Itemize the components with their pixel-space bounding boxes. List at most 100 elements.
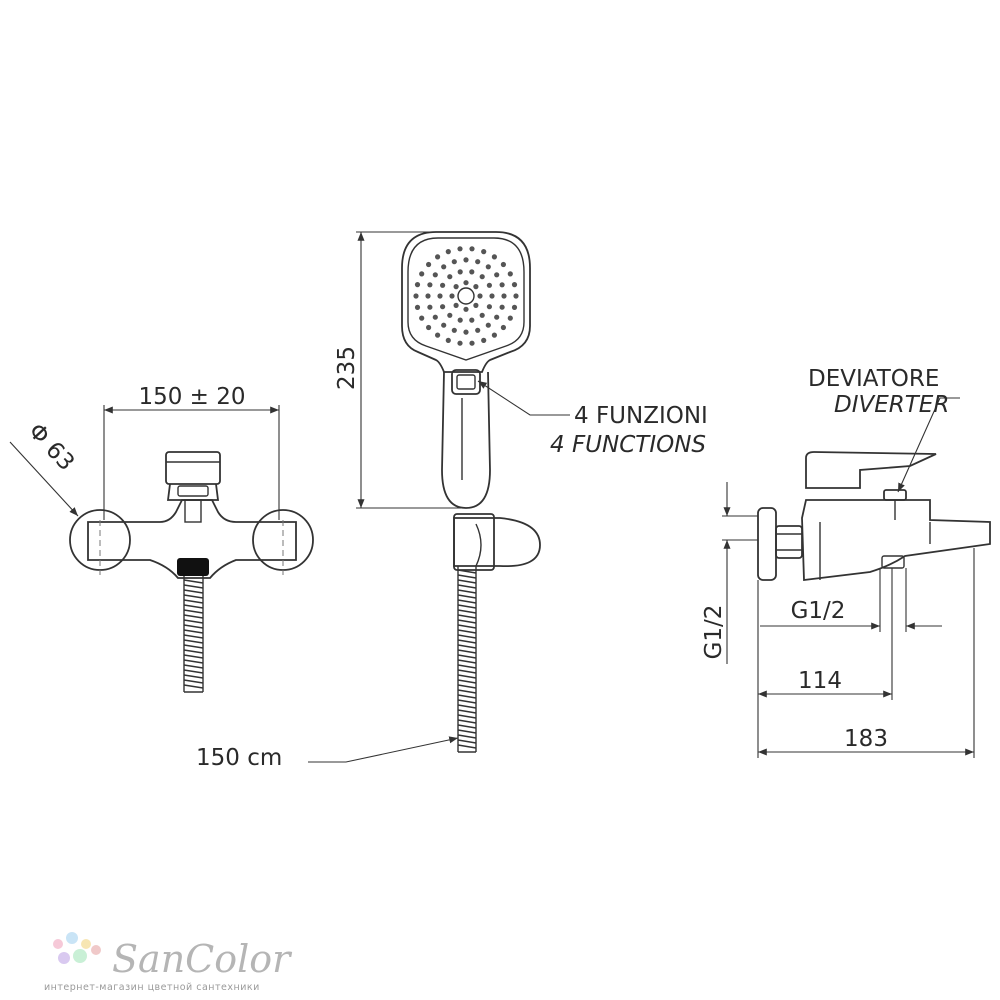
nozzle-dot	[414, 304, 421, 310]
nozzle-dot	[457, 246, 463, 252]
logo-dot	[81, 939, 91, 949]
mixer-body	[87, 499, 297, 579]
nozzle-dot	[457, 317, 463, 323]
nozzle-dot	[494, 314, 500, 320]
nozzle-dot	[469, 269, 475, 275]
nozzle-dot	[451, 327, 457, 333]
nozzle-dot	[457, 340, 463, 346]
nozzle-dot	[449, 293, 455, 299]
logo-dot	[66, 932, 78, 944]
nozzle-dot	[473, 302, 479, 308]
nozzle-dot	[440, 304, 446, 310]
hose-length-label: 150 cm	[196, 745, 282, 771]
nozzle-dot	[425, 293, 431, 299]
nozzle-dot	[419, 315, 425, 321]
nozzle-dot	[486, 304, 492, 310]
lever-handle	[165, 451, 221, 485]
shower-head	[401, 231, 531, 373]
width-dimension-label: 150 ± 20	[138, 384, 245, 410]
diverter-label-en: DIVERTER	[834, 392, 949, 418]
nozzle-dot	[479, 274, 485, 280]
logo-dot	[58, 952, 70, 964]
mixer-side-view	[722, 397, 991, 758]
nozzle-dot	[500, 324, 506, 331]
sancolor-logo: SanColor интернет-магазин цветной сантех…	[44, 932, 293, 993]
nozzle-dot	[481, 337, 487, 343]
diameter-label: Φ 63	[23, 418, 79, 476]
nozzle-dot	[469, 340, 475, 346]
diameter-leader	[9, 441, 79, 517]
shower-nozzles	[413, 246, 519, 346]
nozzle-dot	[507, 271, 513, 277]
nozzle-dot	[486, 282, 492, 288]
functions-leader	[477, 380, 570, 416]
dim-114-label: 114	[798, 668, 842, 694]
nozzle-dot	[445, 337, 451, 343]
nozzle-dot	[491, 254, 497, 260]
thread-vertical-label: G1/2	[701, 605, 727, 660]
nozzle-dot	[457, 269, 463, 275]
functions-label-en: 4 FUNCTIONS	[550, 432, 706, 458]
shower-handle	[441, 371, 491, 509]
nozzle-dot	[491, 332, 497, 338]
hand-shower-view	[308, 231, 570, 763]
nozzle-dot	[426, 324, 432, 331]
hose-center	[457, 566, 477, 753]
nozzle-dot	[432, 272, 438, 278]
nozzle-dot	[453, 302, 459, 308]
nozzle-dot	[513, 293, 519, 299]
nozzle-dot	[435, 332, 441, 338]
nozzle-dot	[453, 284, 459, 290]
nozzle-dot	[475, 259, 481, 265]
nozzle-dot	[463, 329, 469, 335]
side-rosette	[757, 507, 777, 581]
diverter-label-it: DEVIATORE	[808, 366, 939, 392]
nozzle-dot	[413, 293, 419, 299]
wall-holder	[453, 517, 541, 568]
nozzle-dot	[441, 322, 447, 328]
mixer-front-view	[9, 405, 314, 693]
diverter-leader	[897, 397, 960, 493]
nozzle-dot	[427, 304, 433, 310]
nozzle-dot	[500, 261, 506, 268]
nozzle-dot	[451, 259, 457, 265]
nozzle-dot	[511, 282, 518, 288]
function-button	[451, 369, 481, 395]
nozzle-dot	[427, 282, 433, 288]
nozzle-dot	[494, 272, 500, 278]
nozzle-dot	[511, 304, 518, 310]
nozzle-dot	[499, 304, 505, 310]
nozzle-dot	[435, 254, 441, 260]
diverter-knob	[883, 489, 907, 501]
hose-left	[183, 576, 204, 693]
logo-tagline: интернет-магазин цветной сантехники	[44, 982, 260, 993]
nozzle-dot	[475, 327, 481, 333]
nozzle-dot	[419, 271, 425, 277]
nozzle-dot	[481, 249, 487, 255]
functions-label-it: 4 FUNZIONI	[574, 403, 708, 429]
nozzle-dot	[463, 280, 469, 286]
nozzle-dot	[432, 314, 438, 320]
side-lever	[805, 451, 937, 489]
height-dimension-label: 235	[334, 346, 360, 390]
logo-dot	[53, 939, 63, 949]
side-body	[801, 499, 991, 582]
nozzle-dot	[441, 264, 447, 270]
nozzle-dot	[440, 282, 446, 288]
nozzle-dot	[414, 282, 421, 288]
nozzle-dot	[469, 246, 475, 252]
side-nut	[775, 525, 803, 559]
thread-horizontal-label: G1/2	[791, 598, 846, 624]
logo-color-dots-icon	[53, 932, 101, 964]
nozzle-dot	[501, 293, 507, 299]
nozzle-dot	[469, 317, 475, 323]
nozzle-dot	[447, 312, 453, 318]
nozzle-centre	[457, 287, 475, 305]
dim-183-label: 183	[844, 726, 888, 752]
nozzle-dot	[447, 274, 453, 280]
hose-outlet	[177, 558, 209, 576]
nozzle-dot	[477, 293, 483, 299]
logo-dot	[73, 949, 87, 963]
logo-brand: SanColor	[112, 937, 293, 981]
